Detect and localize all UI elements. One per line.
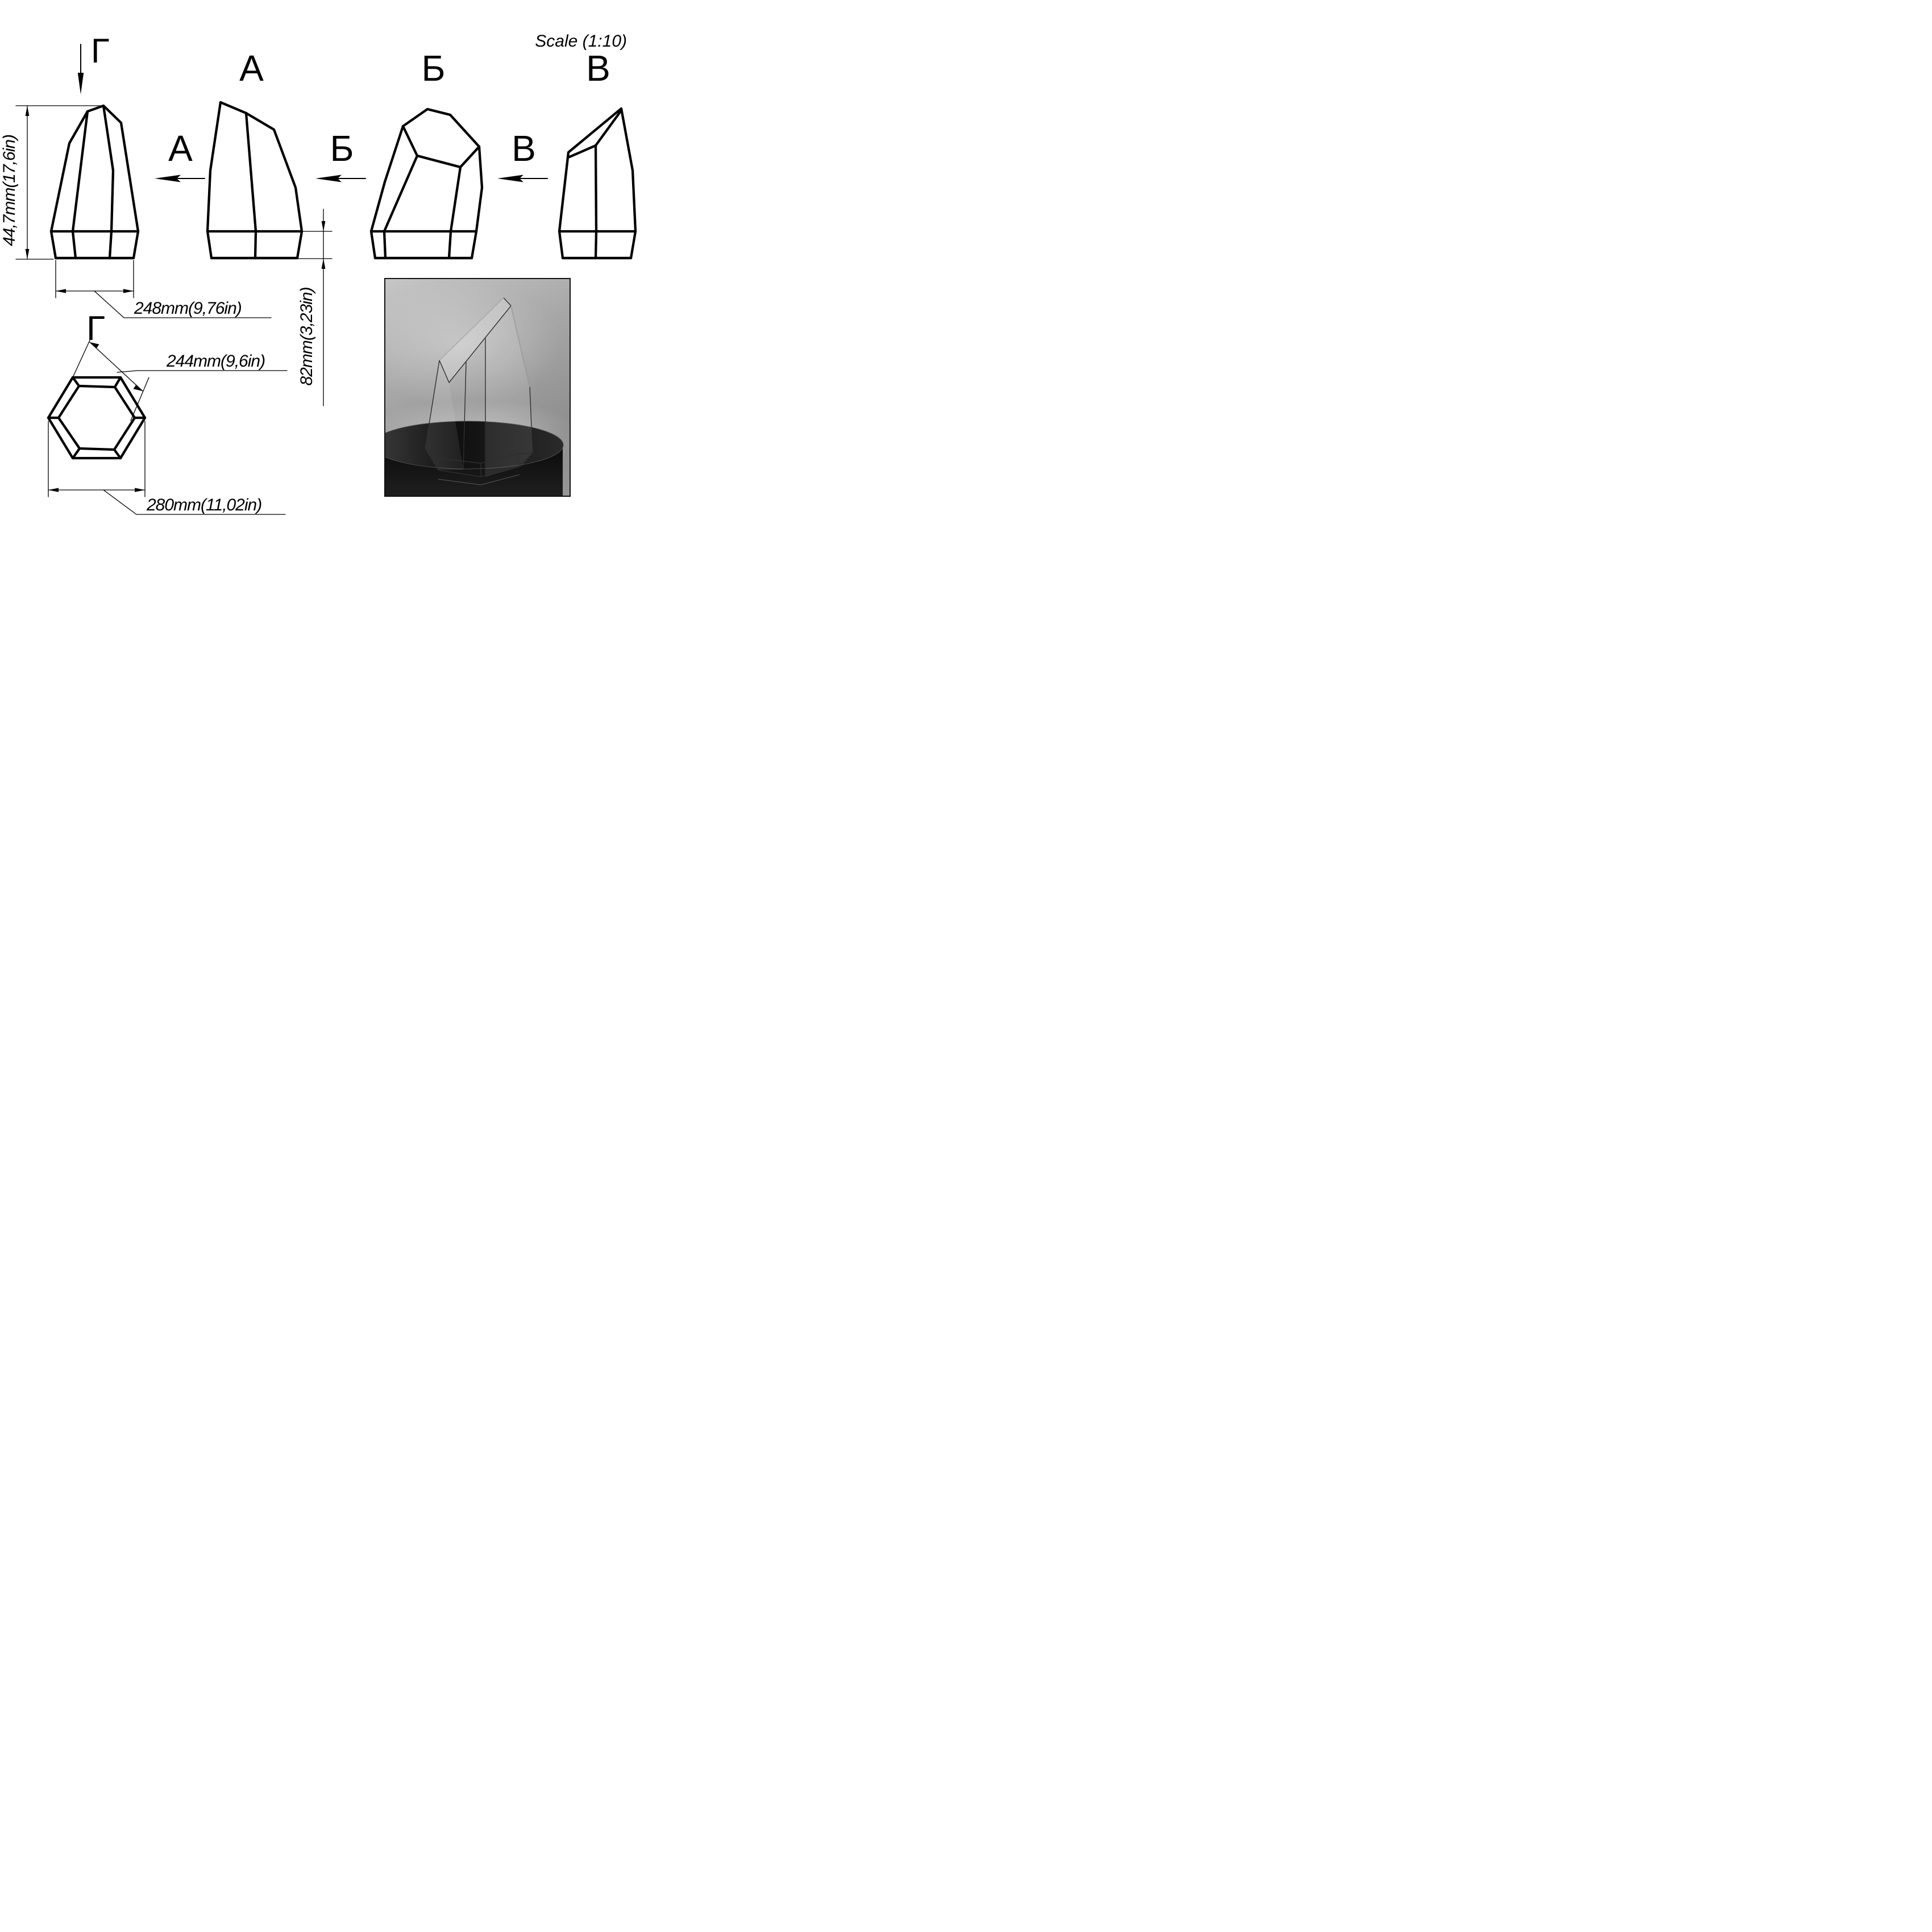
width-dimension — [55, 260, 272, 318]
top-label-v: В — [586, 48, 610, 89]
glass-crystal — [425, 297, 533, 485]
plan-view-hexagon — [47, 376, 147, 460]
top-label-a: А — [239, 48, 264, 89]
dimension-diagonal-label: 244mm(9,6in) — [166, 352, 265, 371]
height-dimension — [15, 105, 101, 260]
plan-view-letter: Г — [86, 309, 105, 347]
diagonal-dimension — [72, 335, 288, 421]
arrow-label-v: В — [512, 128, 535, 169]
view-a-direction-arrow — [155, 174, 205, 182]
arrow-label-b: Б — [330, 128, 354, 169]
view-v-outline — [558, 107, 637, 260]
view-v-direction-arrow — [497, 174, 548, 182]
view-b-direction-arrow — [315, 174, 366, 182]
plan-direction-arrow — [77, 44, 84, 94]
scale-note: Scale (1:10) — [535, 32, 627, 51]
render-photo-graphics — [385, 297, 564, 496]
arrow-label-a: А — [168, 128, 193, 169]
plan-marker-letter: Г — [91, 32, 109, 70]
technical-drawing: 44,7mm(17,6in) 248mm(9,76in) 82mm(3,23in… — [0, 32, 637, 515]
skirt-dimension — [297, 209, 333, 406]
drawing-page: 44,7mm(17,6in) 248mm(9,76in) 82mm(3,23in… — [0, 0, 644, 644]
base-width-dimension — [48, 421, 286, 515]
product-render-photo — [384, 278, 571, 497]
view-b-outline — [369, 107, 484, 260]
pedestal — [385, 421, 564, 496]
dimension-height-label: 44,7mm(17,6in) — [0, 135, 19, 246]
front-view-outline — [49, 104, 140, 260]
view-a-outline — [206, 101, 304, 260]
top-label-b: Б — [422, 48, 445, 89]
dimension-skirt-label: 82mm(3,23in) — [297, 287, 316, 385]
dimension-base-width-label: 280mm(11,02in) — [146, 496, 261, 514]
dimension-width-label: 248mm(9,76in) — [134, 299, 242, 318]
